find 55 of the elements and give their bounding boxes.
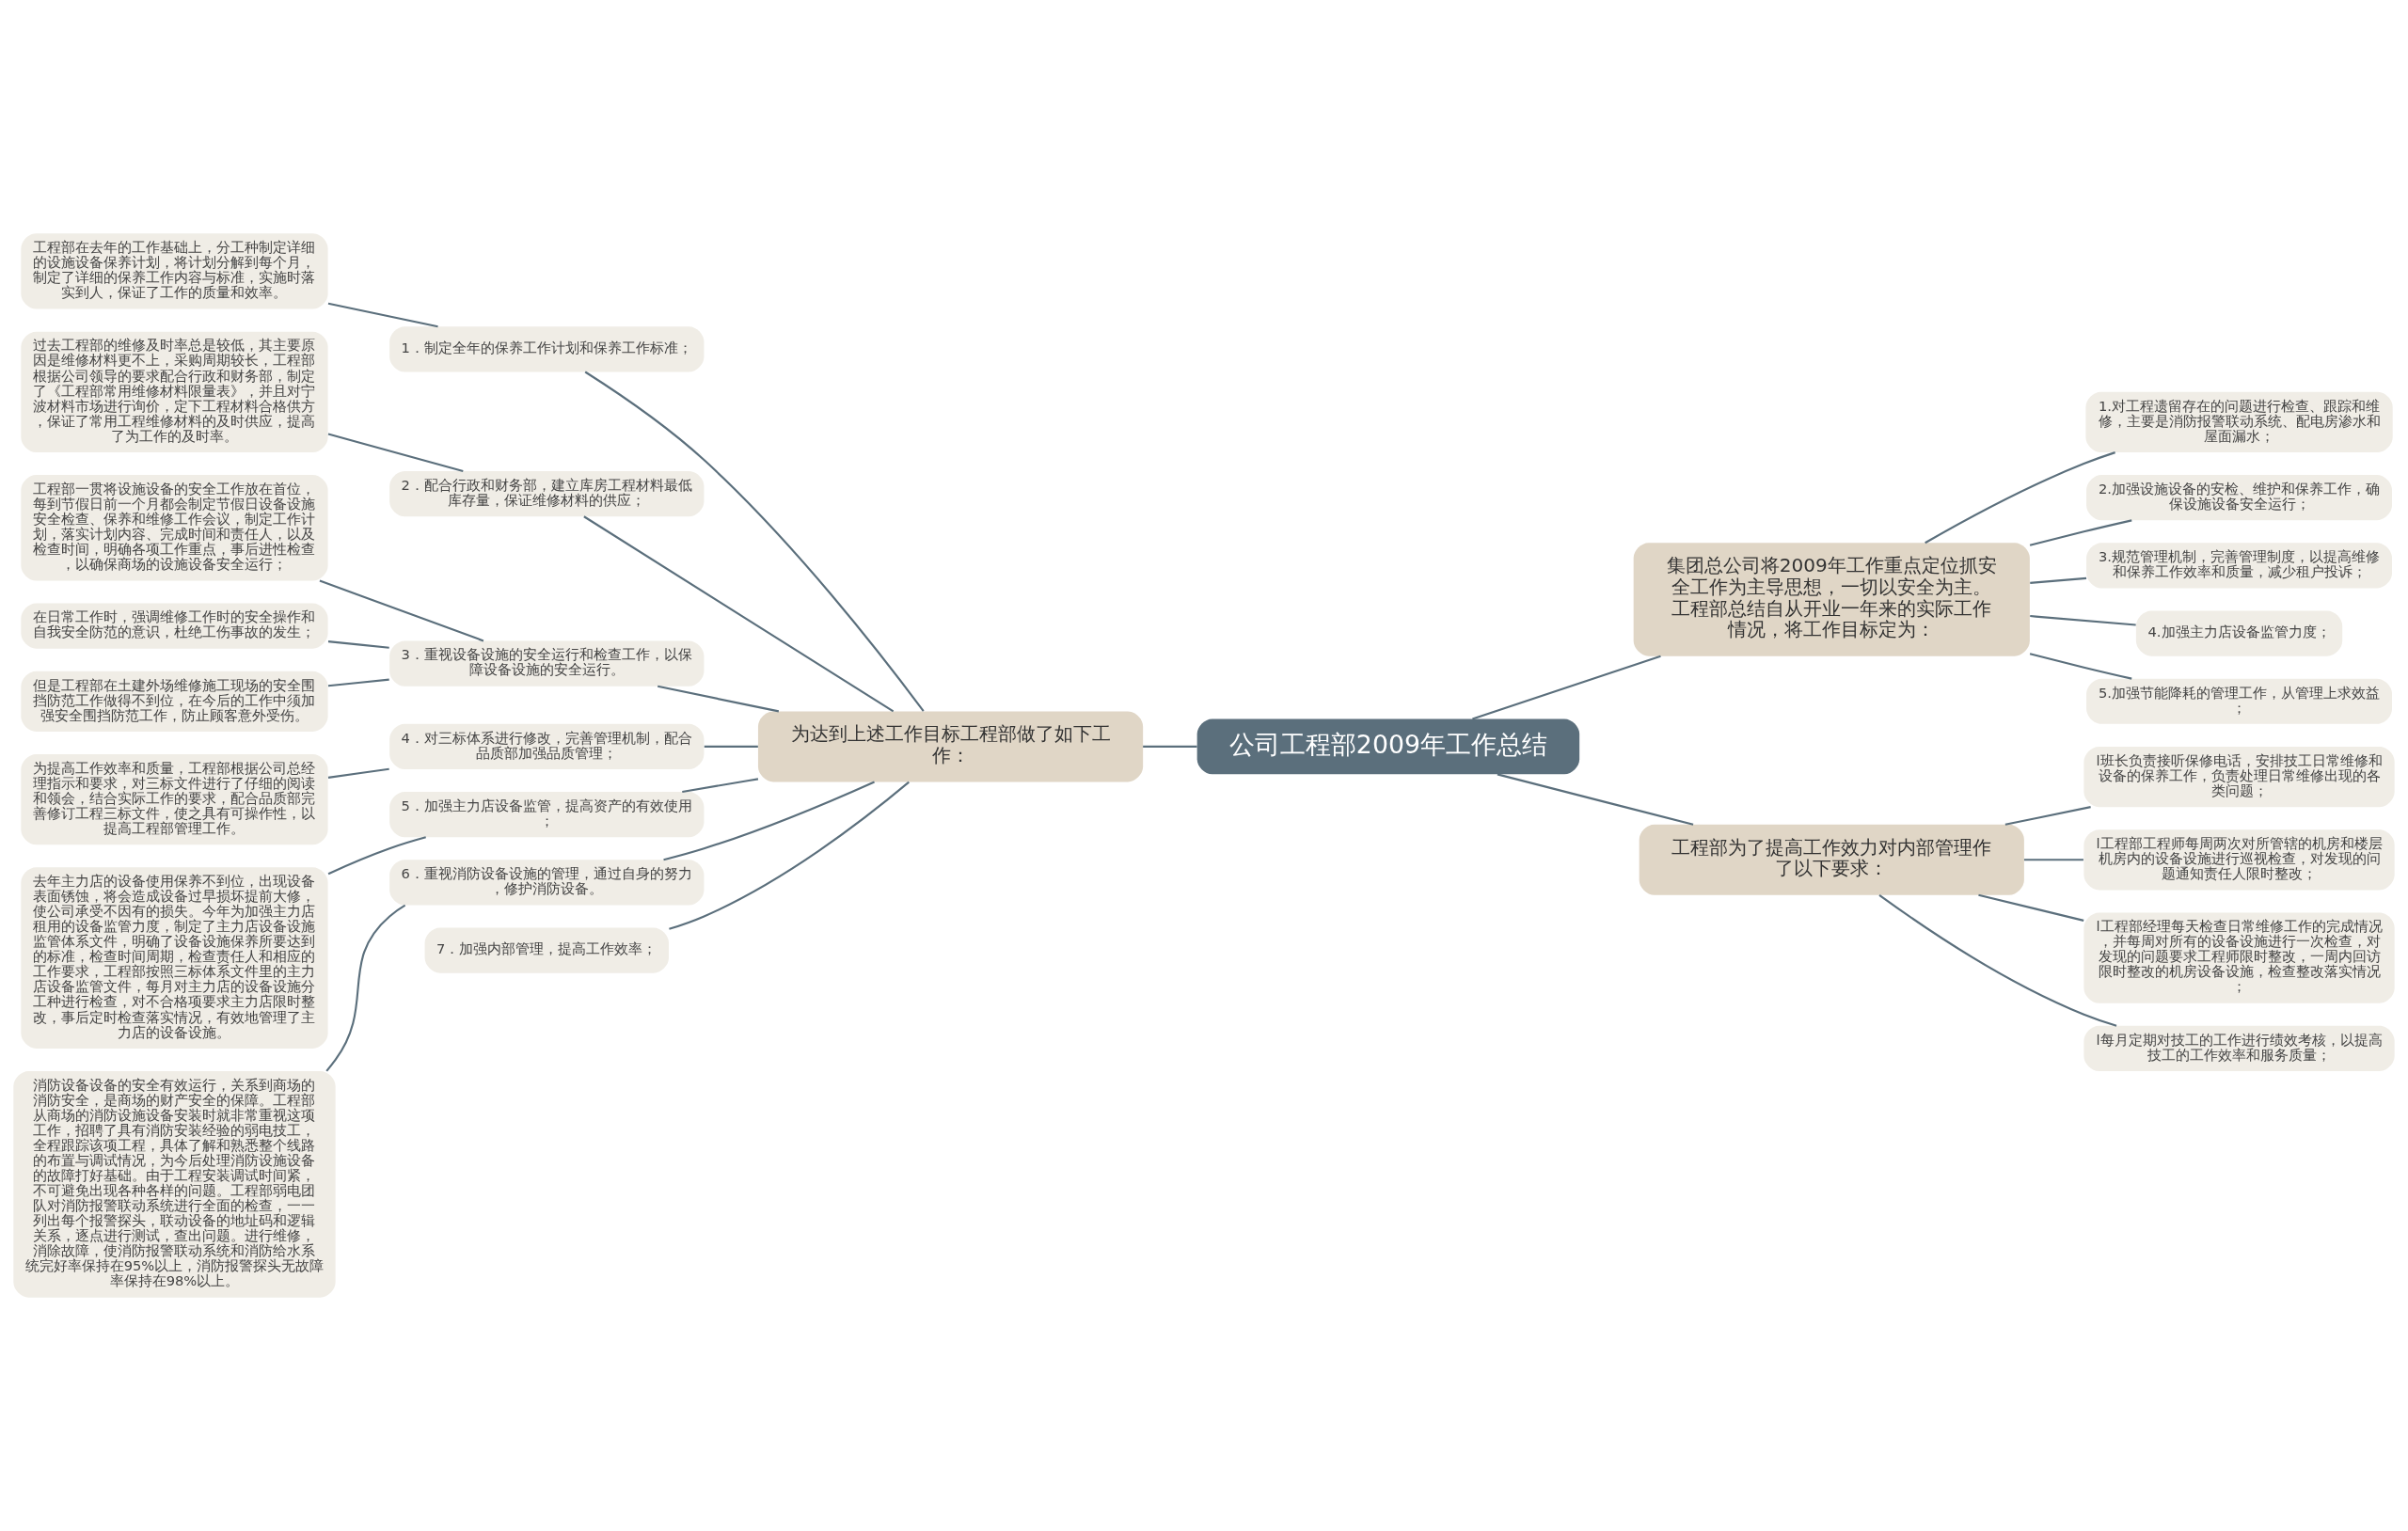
node-box: l班长负责接听保修电话，安排技工日常维修和设备的保养工作，负责处理日常维修出现的各类问题； <box>2083 746 2395 808</box>
connector <box>682 778 759 794</box>
node-box: 为提高工作效率和质量，工程部根据公司总经理指示和要求，对三标文件进行了仔细的阅读和领会，结合实际工作的要求，配合品质部完善修订工程三标文件，使之具有可操作性，以提高工程部管理工作。 <box>21 753 328 845</box>
node-box: 5.加强节能降耗的管理工作，从管理上求效益； <box>2086 678 2392 724</box>
node-box: 工程部在去年的工作基础上，分工种制定详细的设施设备保养计划，将计划分解到每个月，制定了详细的保养工作内容与标准，实施时落实到人，保证了工作的质量和效率。 <box>21 233 328 309</box>
connector <box>1143 745 1197 748</box>
node-box: 5．加强主力店设备监管，提高资产的有效使用； <box>389 792 705 838</box>
connector <box>2030 615 2136 626</box>
node-box: 1．制定全年的保养工作计划和保养工作标准； <box>389 326 705 372</box>
connector <box>325 904 406 1072</box>
node-box: 在日常工作时，强调维修工作时的安全操作和自我安全防范的意识，杜绝工伤事故的发生； <box>21 603 328 649</box>
connector <box>1878 894 2117 1027</box>
node-box: 消防设备设备的安全有效运行，关系到商场的消防安全，是商场的财产安全的保障。工程部从商场的消防设施设备安装时就非常重视这项工作，招聘了具有消防安装经验的弱电技工，全程跟踪该项工程，具体了解和熟悉整个线路的布置与调试情况，为今后处理消防设施设备的故障打好基础。由于工程安装调试时间紧，不可避免出现各种各样的问题。工程部弱电团队对消防报警联动系统进行全面的检查，一一列出每个报警探头，联动设备的地址码和逻辑关系，逐点进行测试，查出问题。进行维修，消除故障，使消防报警联动系统和消防给水系统完好率保持在95%以上，消防报警探头无故障率保持在98%以上。 <box>13 1070 336 1298</box>
node-box: 工程部一贯将设施设备的安全工作放在首位，每到节假日前一个月都会制定节假日设备设施安全检查、保养和维修工作会议，制定工作计划，落实计划内容、完成时间和责任人，以及检查时间，明确各项工作重点，事后进性检查，以确保商场的设施设备安全运行； <box>21 475 328 581</box>
connector <box>319 579 484 642</box>
node-box: 2．配合行政和财务部，建立库房工程材料最低库存量，保证维修材料的供应； <box>389 471 705 517</box>
node-box: 6．重视消防设备设施的管理，通过自身的努力，修护消防设备。 <box>389 860 705 906</box>
connector <box>704 745 758 748</box>
connector <box>2029 519 2132 546</box>
connector <box>327 836 426 876</box>
node-box: 过去工程部的维修及时率总是较低，其主要原因是维修材料更不上，采购周期较长，工程部根据公司领导的要求配合行政和财务部，制定了《工程部常用维修材料限量表》，并且对宁波材料市场进行询价，定下工程材料合格供方，保证了常用工程维修材料的及时供应，提高了为工作的及时率。 <box>21 331 328 453</box>
node-box: 工程部为了提高工作效力对内部管理作了以下要求： <box>1639 824 2024 895</box>
node-box: 4.加强主力店设备监管力度； <box>2135 610 2343 656</box>
connector <box>657 685 780 713</box>
node-box: 3.规范管理机制，完善管理制度，以提高维修和保养工作效率和质量，减少租户投诉； <box>2086 543 2392 589</box>
connector <box>2023 859 2083 861</box>
connector <box>327 433 464 473</box>
node-box: 集团总公司将2009年工作重点定位抓安全工作为主导思想，一切以安全为主。工程部总结自从开业一年来的实际工作情况，将工作目标定为： <box>1633 543 2030 656</box>
node-box: 公司工程部2009年工作总结 <box>1196 718 1580 775</box>
node-box: l工程部经理每天检查日常维修工作的完成情况，并每周对所有的设备设施进行一次检查，对发现的问题要求工程师限时整改，一周内回访限时整改的机房设备设施，检查整改落实情况； <box>2083 912 2395 1003</box>
connector <box>1925 451 2115 545</box>
node-box: 去年主力店的设备使用保养不到位，出现设备表面锈蚀，将会造成设备过早损坏提前大修，使公司承受不因有的损失。今年为加强主力店租用的设备监管力度，制定了主力店设备设施监管体系文件，明确了设备设施保养所要达到的标准，检查时间周期，检查责任人和相应的工作要求，工程部按照三标体系文件里的主力店设备监管文件，每月对主力店的设备设施分工种进行检查，对不合格项要求主力店限时整改，事后定时检查落实情况，有效地管理了主力店的设备设施。 <box>21 867 328 1049</box>
connector <box>327 640 389 649</box>
connector <box>2004 806 2091 826</box>
connector <box>584 371 925 712</box>
connector <box>1978 893 2084 922</box>
node-box: 3．重视设备设施的安全运行和检查工作，以保障设备设施的安全运行。 <box>389 640 705 687</box>
connector <box>2030 576 2087 584</box>
connector <box>327 678 389 687</box>
node-box: 为达到上述工作目标工程部做了如下工作： <box>757 711 1144 782</box>
connector <box>583 515 895 713</box>
connector <box>669 781 910 930</box>
node-box: 7．加强内部管理，提高工作效率； <box>424 927 669 973</box>
node-box: 1.对工程遗留存在的问题进行检查、跟踪和维修，主要是消防报警联动系统、配电房渗水和屋面漏水； <box>2085 391 2393 453</box>
connector <box>327 767 389 779</box>
connector <box>1497 773 1694 826</box>
connector <box>2029 653 2132 680</box>
connector <box>663 781 875 861</box>
node-box: 但是工程部在土建外场维修施工现场的安全围挡防范工作做得不到位，在今后的工作中须加强安全围挡防范工作，防止顾客意外受伤。 <box>21 671 328 732</box>
connector <box>327 302 438 328</box>
node-box: l每月定期对技工的工作进行绩效考核，以提高技工的工作效率和服务质量； <box>2083 1025 2395 1071</box>
node-box: 4．对三标体系进行修改，完善管理机制，配合品质部加强品质管理； <box>389 723 705 769</box>
node-box: l工程部工程师每周两次对所管辖的机房和楼层机房内的设备设施进行巡视检查，对发现的问题通知责任人限时整改； <box>2083 829 2395 891</box>
connector <box>1472 655 1661 720</box>
node-box: 2.加强设施设备的安检、维护和保养工作，确保设施设备安全运行； <box>2086 475 2392 521</box>
